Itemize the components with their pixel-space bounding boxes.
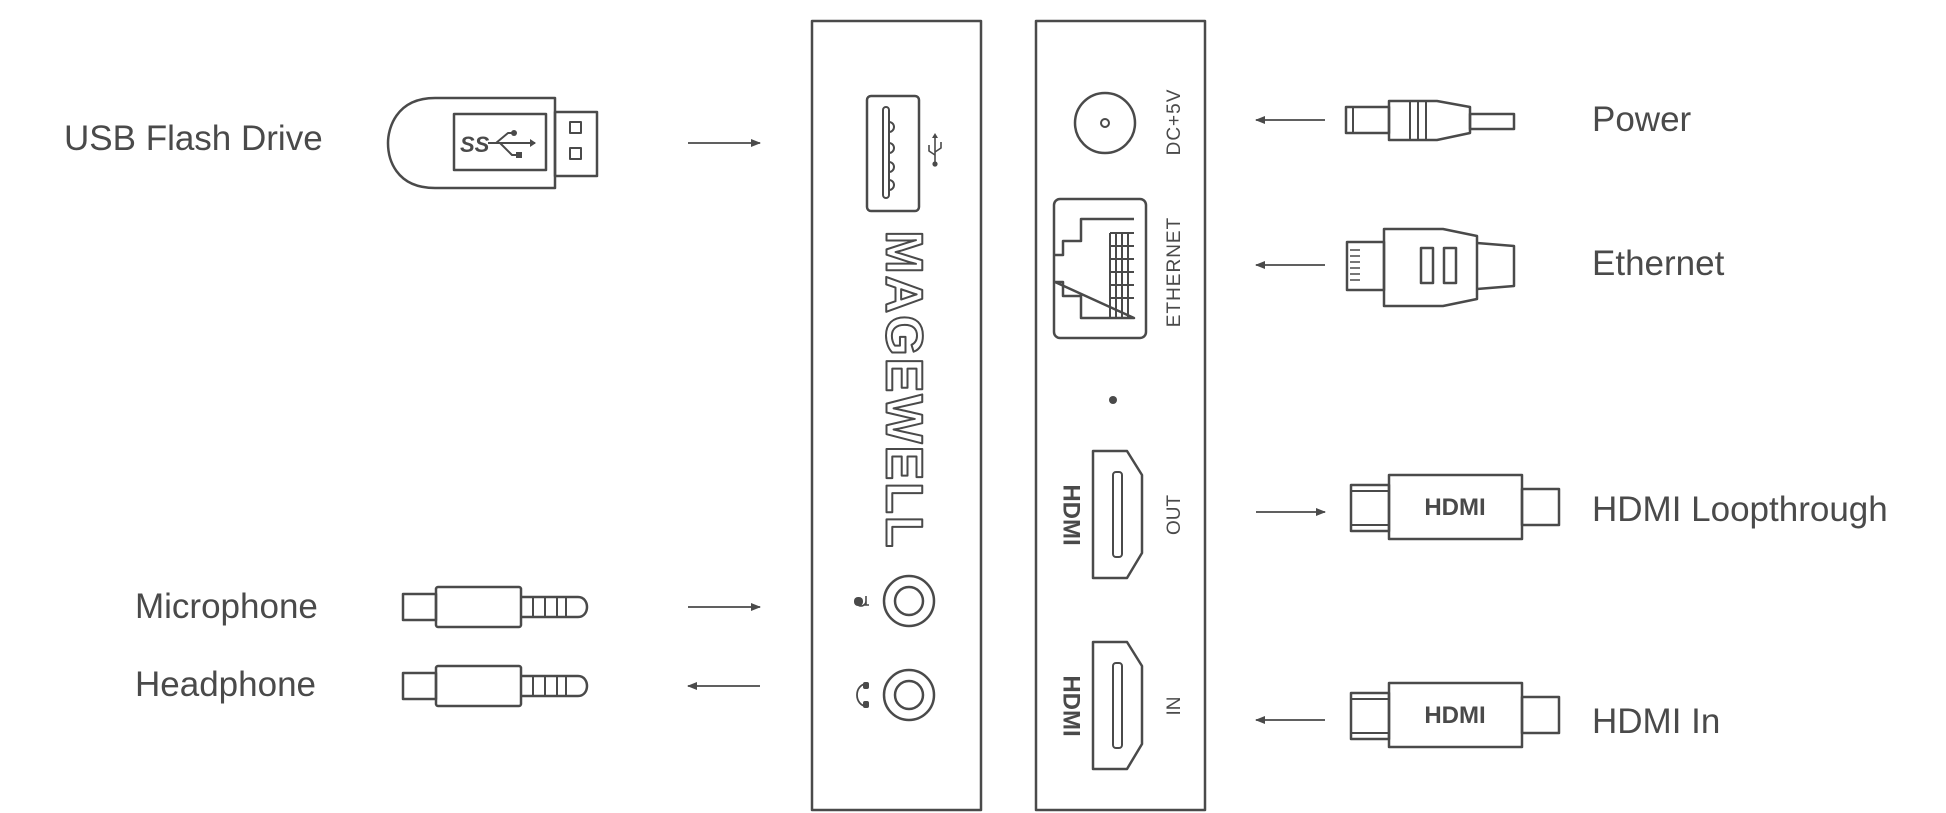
svg-text:IN: IN [1164, 697, 1185, 716]
svg-text:HDMI: HDMI [1058, 484, 1085, 545]
hdmi-out-port-icon [1091, 449, 1144, 580]
ethernet-rj45-plug-icon [1345, 227, 1516, 308]
svg-text:ETHERNET: ETHERNET [1164, 217, 1185, 327]
label-hdmi-loopthrough: HDMI Loopthrough [1592, 490, 1888, 529]
ethernet-port-label: ETHERNET [1164, 217, 1185, 327]
svg-text:DC+5V: DC+5V [1164, 89, 1185, 156]
usb-port-icon [865, 94, 921, 213]
ethernet-port-icon [1052, 197, 1148, 340]
hdmi-in-port-icon [1091, 640, 1144, 771]
hdmi-in-port-label: IN [1164, 697, 1185, 716]
dc-5v-port-label: DC+5V [1164, 89, 1185, 156]
label-power: Power [1592, 100, 1692, 139]
hdmi-out-logo: HDMI [1058, 484, 1085, 545]
hdmi-out-port-label: OUT [1164, 495, 1185, 536]
device-back-panel [1034, 19, 1207, 812]
hdmi-cable-logo: HDMI [1424, 702, 1485, 729]
svg-text:HDMI: HDMI [1058, 675, 1085, 736]
usb-symbol-icon [928, 133, 942, 167]
hdmi-cable-logo: HDMI [1424, 494, 1485, 521]
headphone-symbol-icon [856, 682, 869, 708]
magewell-logo: MAGEWELL [873, 229, 933, 550]
microphone-jack-plug-icon [401, 585, 589, 629]
dc-power-port-icon [1073, 91, 1137, 155]
hdmi-in-plug-icon: HDMI [1349, 681, 1561, 749]
dc-power-plug-icon [1344, 99, 1516, 142]
hdmi-loopthrough-plug-icon: HDMI [1349, 473, 1561, 541]
device-front-panel [810, 19, 983, 812]
label-headphone: Headphone [135, 665, 316, 704]
superspeed-logo-text: SS [460, 132, 490, 157]
headphone-jack-plug-icon [401, 664, 589, 708]
label-ethernet: Ethernet [1592, 244, 1725, 283]
svg-text:MAGEWELL: MAGEWELL [874, 230, 932, 549]
svg-text:OUT: OUT [1164, 495, 1185, 536]
hdmi-in-logo: HDMI [1058, 675, 1085, 736]
label-usb-flash-drive: USB Flash Drive [64, 119, 323, 158]
headphone-port-icon [882, 668, 936, 722]
label-microphone: Microphone [135, 587, 318, 626]
microphone-port-icon [882, 574, 936, 628]
label-hdmi-in: HDMI In [1592, 702, 1721, 741]
microphone-symbol-icon [854, 596, 869, 607]
usb-flash-drive-icon: SS [386, 96, 599, 190]
status-led-icon [1109, 396, 1117, 404]
